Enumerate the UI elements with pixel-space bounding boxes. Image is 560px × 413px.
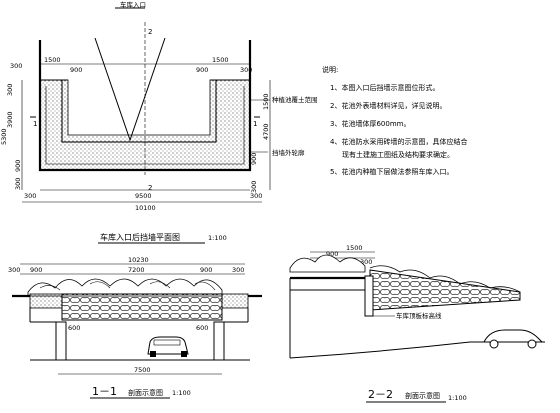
section1-title: 1－1: [92, 385, 117, 398]
svg-text:300: 300: [250, 181, 258, 193]
note-item: 5、花池内种植下层做法参照车库入口。: [330, 167, 453, 176]
svg-text:9500: 9500: [135, 192, 152, 200]
plan-callout-wall: 挡墙外轮廓: [272, 148, 305, 157]
notes-block: 说明: 1、本图入口后挡墙示意图位形式。 2、花池外表墙材料详见，详见说明。 3…: [322, 65, 467, 176]
svg-text:1500: 1500: [44, 56, 61, 64]
svg-text:900: 900: [250, 153, 258, 165]
note-item: 1、本图入口后挡墙示意图位形式。: [330, 83, 439, 92]
svg-text:900: 900: [200, 266, 212, 274]
plan-section-mark-top: 2: [148, 28, 152, 36]
plan-scale: 1:100: [208, 234, 227, 242]
section1-column-right: [213, 321, 225, 361]
svg-text:900: 900: [326, 250, 338, 258]
svg-text:7200: 7200: [128, 266, 145, 274]
plan-side-mark-right: 1: [253, 120, 257, 128]
section2-shrubs: [289, 254, 366, 273]
plan-section-mark-bottom: 2: [148, 184, 152, 192]
svg-text:10100: 10100: [135, 204, 156, 212]
svg-text:4700: 4700: [262, 123, 270, 140]
note-item: 3、花池墙体厚600mm。: [330, 119, 410, 128]
section1-planter: [61, 293, 223, 321]
note-item: 现有土建施工图纸及结构要求确定。: [342, 150, 454, 159]
section-2-view: 1500 900 300 车库顶板标高线 2－2 剖面示意图 1:100: [289, 244, 545, 403]
svg-text:1500: 1500: [262, 93, 270, 110]
section2-subtitle: 剖面示意图: [405, 391, 440, 400]
note-item: 2、花池外表墙材料详见，详见说明。: [330, 101, 446, 110]
svg-text:3900: 3900: [6, 111, 14, 128]
notes-heading: 说明:: [322, 65, 338, 74]
svg-text:300: 300: [14, 178, 22, 190]
svg-text:900: 900: [70, 66, 82, 74]
section1-shrubs: [27, 278, 223, 297]
svg-text:300: 300: [232, 266, 244, 274]
svg-text:300: 300: [360, 258, 372, 266]
section2-slope: [369, 269, 521, 311]
section2-callout: 车库顶板标高线: [396, 311, 442, 320]
svg-text:300: 300: [250, 192, 262, 200]
section1-scale: 1:100: [172, 389, 191, 397]
svg-text:900: 900: [196, 66, 208, 74]
svg-text:900: 900: [30, 266, 42, 274]
plan-side-mark-left: 1: [33, 120, 37, 128]
section1-column-left: [55, 321, 67, 361]
svg-text:600: 600: [68, 324, 80, 332]
svg-text:1500: 1500: [346, 244, 363, 252]
plan-title: 车库入口后挡墙平面图: [100, 232, 180, 242]
section-1-view: 10230 300 900 7200 900 300 600 600: [8, 256, 262, 399]
svg-text:300: 300: [24, 192, 36, 200]
section1-car: [147, 336, 189, 357]
plan-entrance-label: 车库入口: [120, 0, 146, 9]
plan-callout-planter: 种植池覆土范围: [272, 95, 318, 104]
svg-text:5300: 5300: [0, 128, 8, 145]
plan-ramp-lines: [94, 37, 166, 142]
svg-text:300: 300: [10, 62, 22, 70]
svg-text:1500: 1500: [212, 56, 229, 64]
section2-title: 2－2: [368, 388, 393, 401]
svg-text:7500: 7500: [134, 366, 151, 374]
plan-view: 车库入口 2 2 1 1 300 1500 900 900 1500 300 3…: [0, 0, 318, 244]
svg-text:300: 300: [8, 266, 20, 274]
section1-subtitle: 剖面示意图: [128, 388, 163, 397]
svg-text:900: 900: [14, 160, 22, 172]
svg-text:600: 600: [196, 324, 208, 332]
section2-car: [483, 329, 544, 349]
svg-text:300: 300: [6, 84, 14, 96]
note-item: 4、花池防水采用砖墙的示意图，具体应结合: [330, 137, 467, 146]
svg-text:10230: 10230: [128, 256, 149, 264]
section2-scale: 1:100: [448, 394, 467, 402]
svg-text:300: 300: [240, 66, 252, 74]
